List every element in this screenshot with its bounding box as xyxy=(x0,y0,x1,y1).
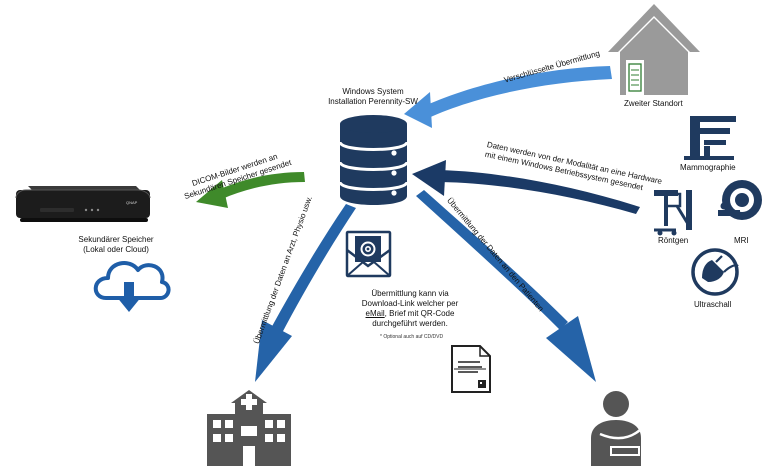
arrow-server-to-storage xyxy=(196,172,305,208)
document-qr-icon xyxy=(451,345,491,393)
xray-label: Röntgen xyxy=(658,236,689,245)
house-icon xyxy=(608,4,700,95)
hospital-icon xyxy=(207,390,291,466)
storage-label-line1: Sekundärer Speicher xyxy=(78,235,154,244)
second-site-label: Zweiter Standort xyxy=(624,99,683,108)
delivery-text: Übermittlung kann via Download-Link welc… xyxy=(360,289,460,329)
delivery-email-word: eMail xyxy=(365,309,385,318)
mri-label: MRI xyxy=(734,236,749,245)
arrow-server-to-doctor xyxy=(255,204,356,382)
storage-label: Sekundärer Speicher (Lokal oder Cloud) xyxy=(66,235,166,255)
mri-icon xyxy=(718,180,762,220)
delivery-line3-rest: , Brief mit QR-Code xyxy=(384,309,455,318)
ultrasound-label: Ultraschall xyxy=(694,300,732,309)
delivery-line1: Übermittlung kann via xyxy=(371,289,449,298)
server-title: Windows System Installation Perennity-SW xyxy=(318,87,428,107)
storage-label-line2: (Lokal oder Cloud) xyxy=(83,245,149,254)
delivery-line4: durchgeführt werden. xyxy=(372,319,448,328)
storage-device-icon xyxy=(15,186,151,222)
cloud-download-icon xyxy=(93,261,171,312)
arrow-modality-to-server xyxy=(412,160,640,214)
ultrasound-icon xyxy=(691,248,739,296)
mammography-icon xyxy=(684,116,736,160)
envelope-email-icon xyxy=(345,230,392,278)
server-title-line2: Installation Perennity-SW xyxy=(328,97,418,106)
delivery-line3: eMail, Brief mit QR-Code xyxy=(360,309,460,319)
delivery-line2: Download-Link welcher per xyxy=(361,299,459,308)
delivery-footnote: * Optional auch auf CD/DVD xyxy=(380,334,444,340)
storage-brand-label: QNAP xyxy=(126,200,138,205)
patient-icon xyxy=(591,391,641,466)
mammography-label: Mammographie xyxy=(680,163,736,172)
arrow-second-site-to-server xyxy=(404,66,612,128)
database-server-icon xyxy=(338,115,409,205)
arrow-server-to-patient xyxy=(416,190,596,382)
server-title-line1: Windows System xyxy=(342,87,404,96)
xray-icon xyxy=(654,190,692,236)
